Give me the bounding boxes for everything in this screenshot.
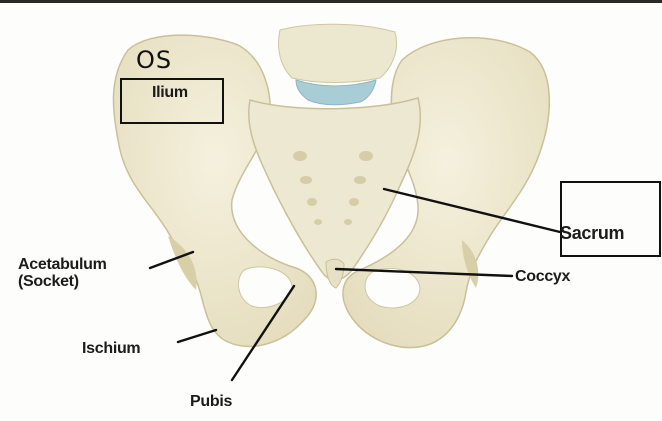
acetabulum-label: Acetabulum (18, 256, 107, 273)
sacrum-label: Sacrum (560, 225, 624, 242)
intervertebral-disc (296, 80, 376, 105)
sacrum-label-box (560, 181, 661, 257)
ilium-label: Ilium (152, 84, 188, 101)
ischium-leader-line (178, 330, 216, 342)
pubis-label: Pubis (190, 393, 232, 410)
coccyx-bone (326, 259, 344, 288)
lumbar-vertebra (279, 24, 397, 82)
handwritten-os-label: OS (136, 46, 172, 74)
coccyx-label: Coccyx (515, 268, 570, 285)
right-obturator-foramen (365, 269, 420, 308)
socket-label: (Socket) (18, 273, 79, 290)
ischium-label: Ischium (82, 340, 140, 357)
